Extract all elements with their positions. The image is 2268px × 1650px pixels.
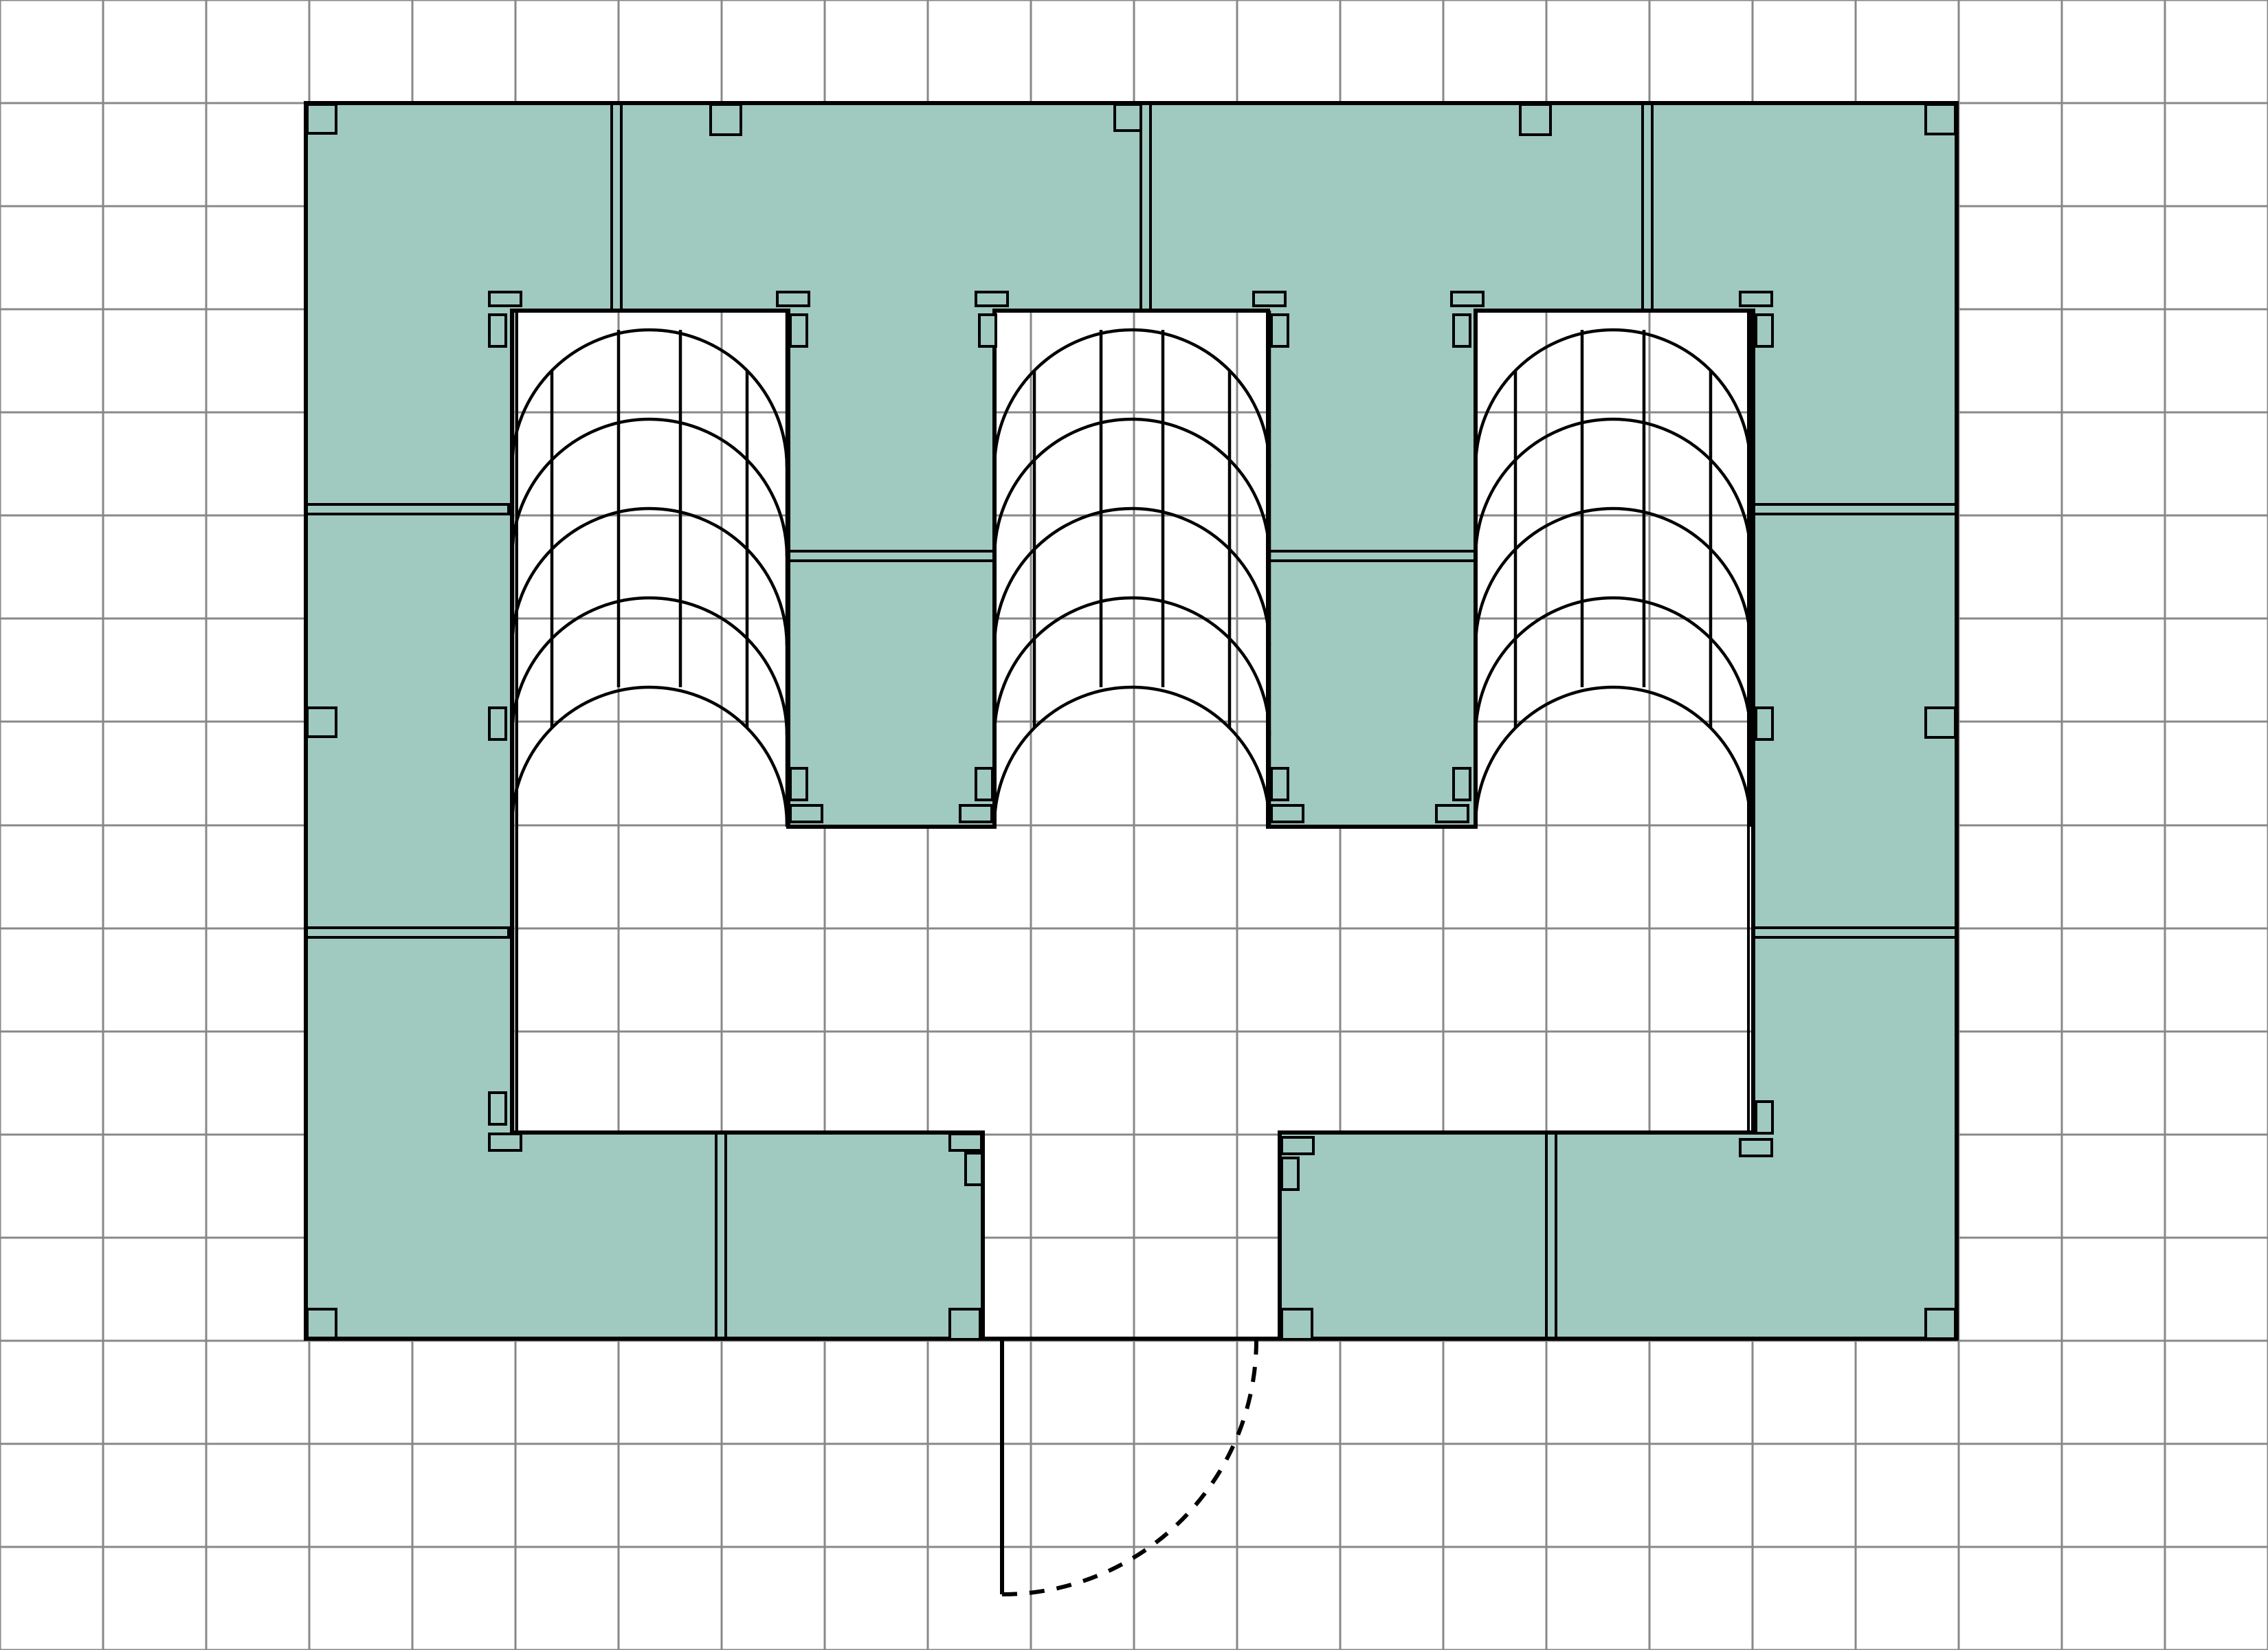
column-post [776, 291, 810, 307]
partition-wall [1752, 503, 1958, 515]
vault-arch [510, 417, 789, 557]
partition-wall [304, 926, 510, 939]
column-post [1924, 103, 1957, 135]
column-post [948, 1308, 981, 1341]
column-post [488, 1133, 522, 1152]
column-post [1739, 291, 1773, 307]
column-post [1519, 103, 1552, 136]
column-post [1452, 313, 1471, 348]
partition-wall [1752, 926, 1958, 939]
vault-arch [510, 328, 789, 468]
vault-arch [1474, 506, 1753, 647]
vault-arch [510, 506, 789, 647]
partition-wall [1545, 1131, 1557, 1340]
vault-arch [510, 596, 789, 736]
vault-arch [1474, 328, 1753, 468]
column-post [789, 313, 808, 348]
building-outline [304, 101, 1959, 1341]
vault-bay [992, 311, 1271, 827]
partition-wall [715, 1131, 727, 1340]
column-post [1270, 804, 1304, 823]
column-post [1755, 1100, 1774, 1135]
partition-wall [1267, 550, 1477, 562]
vault-arch [1474, 596, 1753, 736]
column-post [975, 767, 994, 801]
vault-bay [1474, 311, 1753, 827]
column-post [306, 103, 337, 135]
vault-arch [992, 506, 1271, 647]
partition-wall [304, 503, 510, 515]
column-post [1755, 706, 1774, 741]
partition-wall [1139, 102, 1152, 312]
column-post [709, 103, 742, 136]
partition-wall [610, 102, 623, 312]
vault-arch [1474, 685, 1753, 825]
column-post [959, 804, 993, 823]
column-post [789, 767, 808, 801]
vault-arch [992, 417, 1271, 557]
floor-fill [306, 103, 1957, 1339]
vaulted-bays [510, 311, 1753, 827]
vault-arch [992, 596, 1271, 736]
column-post [964, 1152, 983, 1186]
door-swing-arc [1001, 1339, 1258, 1596]
column-post [1450, 291, 1485, 307]
column-post [978, 313, 997, 348]
vault-arch [992, 685, 1271, 825]
column-post [1924, 1308, 1957, 1340]
column-post [1280, 1136, 1315, 1155]
vault-bay [510, 311, 789, 827]
column-post [1270, 767, 1289, 801]
vault-arch [1474, 417, 1753, 557]
entrance-door [1000, 1339, 1258, 1596]
column-post [975, 291, 1009, 307]
column-post [488, 706, 507, 741]
column-post [1280, 1157, 1300, 1191]
column-post [1452, 767, 1471, 801]
partition-wall [787, 550, 996, 562]
column-post [948, 1133, 983, 1152]
column-post [1435, 804, 1469, 823]
column-post [1924, 706, 1957, 739]
building-walls [304, 101, 1959, 1341]
column-posts [306, 103, 1957, 1341]
column-post [306, 1308, 337, 1339]
floor-area [306, 103, 1957, 1339]
column-post [789, 804, 823, 823]
vault-arch [992, 328, 1271, 468]
column-post [306, 706, 337, 738]
partition-wall [1641, 102, 1654, 312]
vault-arch [510, 685, 789, 825]
column-post [1739, 1138, 1773, 1157]
column-post [488, 313, 507, 348]
column-post [1755, 313, 1774, 348]
column-post [488, 1091, 507, 1126]
column-post [1280, 1308, 1313, 1341]
column-post [488, 291, 522, 307]
column-post [1270, 313, 1289, 348]
column-post [1113, 103, 1142, 132]
column-post [1252, 291, 1287, 307]
